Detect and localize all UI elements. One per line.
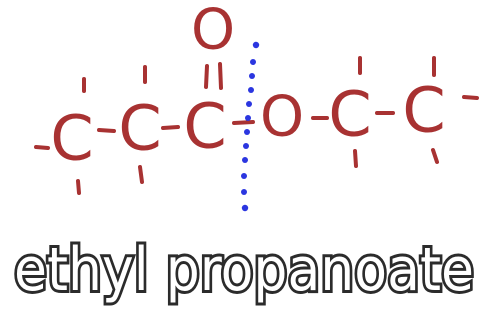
bond-lines — [34, 56, 479, 195]
double-bond-1 — [204, 64, 209, 89]
divider-dot — [242, 157, 248, 163]
bond-c2-c3 — [161, 125, 180, 130]
divider-dot — [246, 101, 252, 107]
atom-o-carbonyl: O — [191, 0, 235, 63]
divider-dot — [248, 87, 254, 93]
atom-c1: C — [50, 102, 93, 175]
c2-bottom-stub — [138, 165, 144, 184]
divider-dot — [241, 189, 247, 195]
c4-bottom-stub — [353, 149, 358, 168]
c1-bottom-stub — [76, 179, 81, 195]
divider-dot — [245, 115, 251, 121]
double-bond-2 — [218, 62, 223, 90]
c5-right-stub — [462, 95, 479, 100]
c1-left-stub — [34, 145, 50, 150]
divider-dot — [250, 59, 256, 65]
atom-o-ester: O — [260, 85, 304, 150]
atom-c2: C — [118, 92, 161, 165]
divider-dot — [244, 129, 250, 135]
compound-name-label: ethyl propanoate — [14, 235, 474, 305]
divider-dot — [252, 41, 260, 49]
c5-bottom-stub — [431, 148, 439, 164]
divider-dot — [241, 173, 247, 179]
atom-c4: C — [328, 78, 371, 151]
ester-divider-dotted-line — [241, 41, 260, 212]
bond-c3-o — [232, 120, 255, 125]
atom-c5: C — [402, 74, 445, 147]
divider-dot — [241, 204, 249, 212]
atom-c3: C — [183, 90, 226, 163]
divider-dot — [243, 143, 249, 149]
divider-dot — [249, 73, 255, 79]
bond-c1-c2 — [97, 128, 116, 133]
